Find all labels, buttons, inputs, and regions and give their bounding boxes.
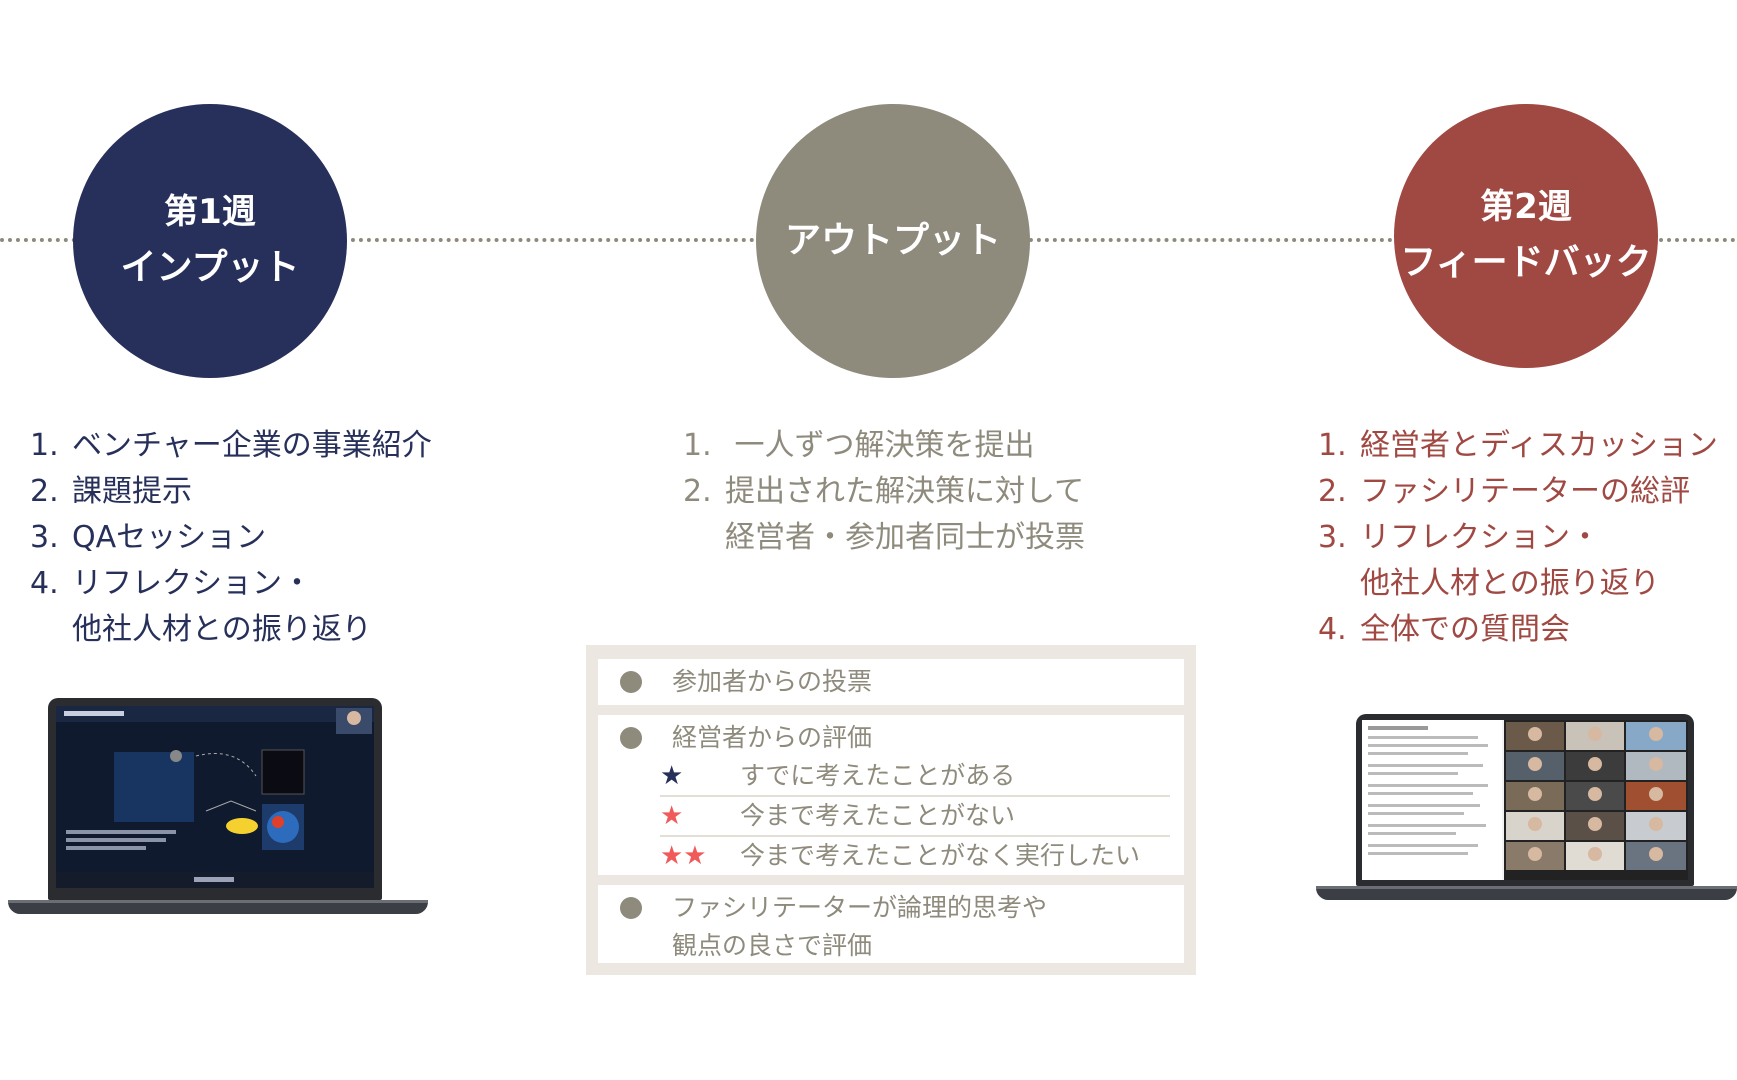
rating-text: 今まで考えたことがない bbox=[740, 801, 1016, 830]
list-item: 2.課題提示 bbox=[30, 474, 192, 509]
rating-row: ★ すでに考えたことがある bbox=[660, 757, 1170, 797]
rating-text: 今まで考えたことがなく実行したい bbox=[740, 841, 1141, 870]
exec-eval-label: 経営者からの評価 bbox=[672, 723, 873, 752]
evaluation-panel: 参加者からの投票 経営者からの評価 ★ すでに考えたことがある ★ 今まで考えた… bbox=[586, 645, 1196, 975]
rating-row: ★★ 今まで考えたことがなく実行したい bbox=[660, 837, 1170, 875]
rating-row: ★ 今まで考えたことがない bbox=[660, 797, 1170, 837]
week2-activity-list: 1.経営者とディスカッション 2.ファシリテーターの総評 3.リフレクション・ … bbox=[1318, 423, 1718, 653]
facilitator-eval-label: ファシリテーターが論理的思考や 観点の良さで評価 bbox=[672, 893, 1048, 960]
step-week2-title: フィードバック bbox=[1400, 242, 1652, 283]
step-output-circle: アウトプット bbox=[756, 104, 1030, 378]
laptop-screen bbox=[1362, 720, 1688, 880]
bullet-dot-icon bbox=[620, 671, 642, 693]
list-item: 1.ベンチャー企業の事業紹介 bbox=[30, 428, 432, 463]
laptop-video-meeting-image bbox=[1316, 714, 1737, 906]
list-item: 1. 一人ずつ解決策を提出 bbox=[683, 428, 1035, 463]
list-item: 1.経営者とディスカッション bbox=[1318, 428, 1718, 463]
rating-text: すでに考えたことがある bbox=[740, 761, 1016, 790]
laptop-screen bbox=[56, 706, 374, 888]
step-week2-label: 第2週 bbox=[1480, 187, 1572, 227]
facilitator-eval-box: ファシリテーターが論理的思考や 観点の良さで評価 bbox=[598, 885, 1184, 963]
participant-vote-label: 参加者からの投票 bbox=[672, 667, 873, 696]
participant-vote-box: 参加者からの投票 bbox=[598, 659, 1184, 705]
bullet-dot-icon bbox=[620, 727, 642, 749]
exec-eval-box: 経営者からの評価 ★ すでに考えたことがある ★ 今まで考えたことがない ★★ … bbox=[598, 715, 1184, 875]
list-item: 他社人材との振り返り bbox=[72, 612, 372, 647]
step-week2-feedback-circle: 第2週 フィードバック bbox=[1394, 104, 1658, 368]
list-item: 経営者・参加者同士が投票 bbox=[725, 520, 1085, 555]
bullet-dot-icon bbox=[620, 897, 642, 919]
list-item: 2.提出された解決策に対して bbox=[683, 474, 1085, 509]
list-item: 3.QAセッション bbox=[30, 520, 267, 555]
list-item: 4.全体での質問会 bbox=[1318, 612, 1570, 647]
output-activity-list: 1. 一人ずつ解決策を提出 2.提出された解決策に対して 経営者・参加者同士が投… bbox=[683, 423, 1085, 561]
list-item: 4.リフレクション・ bbox=[30, 566, 312, 601]
list-item: 2.ファシリテーターの総評 bbox=[1318, 474, 1690, 509]
list-item: 他社人材との振り返り bbox=[1360, 566, 1660, 601]
week1-activity-list: 1.ベンチャー企業の事業紹介 2.課題提示 3.QAセッション 4.リフレクショ… bbox=[30, 423, 432, 653]
step-week1-title: インプット bbox=[120, 247, 300, 288]
star-icon: ★★ bbox=[660, 841, 707, 871]
step-week1-input-circle: 第1週 インプット bbox=[73, 104, 347, 378]
star-icon: ★ bbox=[660, 761, 684, 791]
star-icon: ★ bbox=[660, 801, 684, 831]
step-week1-label: 第1週 bbox=[164, 192, 256, 232]
list-item: 3.リフレクション・ bbox=[1318, 520, 1600, 555]
laptop-presentation-image bbox=[8, 698, 428, 918]
step-output-title: アウトプット bbox=[784, 220, 1001, 261]
